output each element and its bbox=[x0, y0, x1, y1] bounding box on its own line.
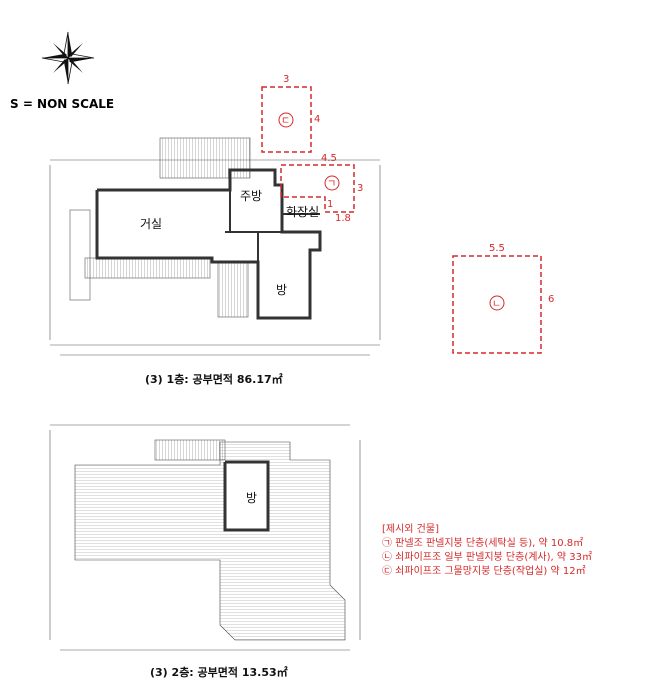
annex-a-notch-width: 1.8 bbox=[335, 213, 351, 224]
room-label-living: 거실 bbox=[140, 217, 162, 231]
annex-a-outline bbox=[280, 164, 355, 213]
scale-note: S = NON SCALE bbox=[10, 97, 114, 111]
annex-c-symbol: ㄷ bbox=[281, 116, 290, 127]
annex-c-height: 4 bbox=[314, 114, 320, 125]
annex-a-symbol: ㄱ bbox=[327, 179, 336, 190]
annex-c-outline bbox=[261, 86, 312, 153]
annex-a-marker bbox=[324, 175, 340, 191]
legend-item: ㉢ 쇠파이프조 그물망지붕 단층(작업실) 약 12㎡ bbox=[382, 566, 586, 577]
annex-a-width: 4.5 bbox=[321, 153, 337, 164]
floor1-walls bbox=[95, 168, 322, 320]
annex-a-notch-height: 1 bbox=[327, 199, 333, 210]
legend-item: ㉠ 판넬조 판넬지붕 단층(세탁실 등), 약 10.8㎡ bbox=[382, 538, 584, 549]
floor1-plan bbox=[49, 137, 381, 356]
annex-c-marker bbox=[278, 112, 294, 128]
legend-title: [제시외 건물] bbox=[382, 524, 439, 535]
annex-b-marker bbox=[489, 295, 505, 311]
annex-legend: [제시외 건물] ㉠ 판넬조 판넬지붕 단층(세탁실 등), 약 10.8㎡ ㉡… bbox=[382, 523, 592, 579]
annex-b-symbol: ㄴ bbox=[492, 299, 501, 310]
floor2-caption: (3) 2층: 공부면적 13.53㎡ bbox=[150, 665, 288, 679]
floor2-walls bbox=[223, 460, 270, 532]
annex-b-height: 6 bbox=[548, 294, 554, 305]
room-label-bathroom: 화장실 bbox=[286, 205, 319, 219]
room-label-room: 방 bbox=[276, 283, 287, 297]
room-label-kitchen: 주방 bbox=[240, 189, 262, 203]
annex-a-height: 3 bbox=[357, 183, 363, 194]
floor2-room-label: 방 bbox=[246, 491, 257, 505]
compass-rose-icon bbox=[41, 31, 95, 85]
annex-b-width: 5.5 bbox=[489, 243, 505, 254]
legend-item: ㉡ 쇠파이프조 일부 판넬지붕 단층(계사), 약 33㎡ bbox=[382, 552, 592, 563]
floor2-plan bbox=[49, 424, 361, 651]
annex-c-width: 3 bbox=[283, 74, 289, 85]
floor1-caption: (3) 1층: 공부면적 86.17㎡ bbox=[145, 372, 283, 386]
annex-b-outline bbox=[452, 255, 542, 354]
